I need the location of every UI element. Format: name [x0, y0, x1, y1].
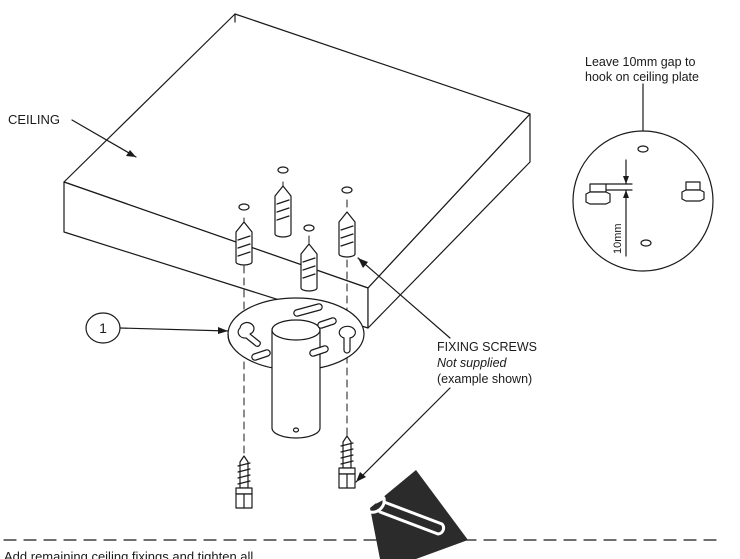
fixing-screw: [338, 435, 356, 489]
inset-detail: [572, 83, 714, 272]
wall-plug: [300, 243, 318, 292]
ceiling-plate-bracket: [227, 297, 365, 439]
footer-instruction: Add remaining ceiling fixings and tighte…: [4, 549, 254, 559]
inset-caption-line2: hook on ceiling plate: [585, 70, 699, 84]
fixing-screws-leader: [355, 257, 451, 483]
fixing-screws-example: (example shown): [437, 372, 533, 386]
part-callout: [85, 312, 229, 344]
part-number-label: 1: [99, 320, 107, 336]
drill-holes: [238, 166, 353, 232]
wall-plug: [235, 221, 253, 266]
inset-dimension-label: 10mm: [612, 223, 624, 254]
inset-caption-line1: Leave 10mm gap to: [585, 55, 696, 69]
spanner-icon: [356, 470, 468, 559]
ceiling-block: [63, 13, 531, 329]
wall-plug: [274, 185, 292, 238]
wall-plug: [338, 211, 356, 258]
ceiling-label: CEILING: [8, 112, 61, 127]
fixing-screw: [235, 455, 253, 509]
fixing-screws-title: FIXING SCREWS: [437, 340, 538, 354]
ceiling-leader: [71, 119, 137, 158]
fixing-screws-note: Not supplied: [437, 356, 507, 370]
